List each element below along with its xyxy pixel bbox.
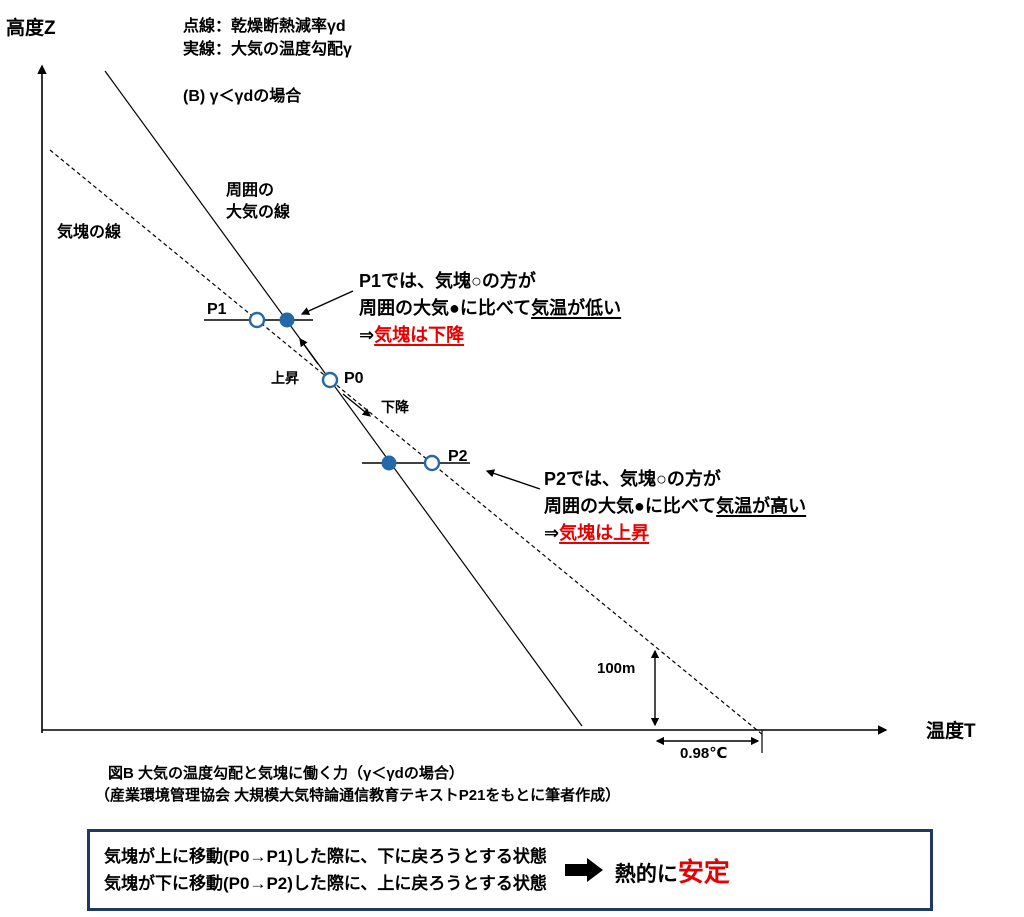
- p2-annotation-arrow: [485, 469, 541, 490]
- summary-text: 気塊が上に移動(P0→P1)した際に、下に戻ろうとする状態 気塊が下に移動(P0…: [104, 843, 547, 897]
- ambient-line-label: 周囲の 大気の線: [226, 182, 291, 221]
- summary-result: 熱的に安定: [614, 856, 730, 887]
- p1-annotation-emphasis: 気温が低い: [531, 298, 622, 318]
- p1-annotation: P1では、気塊○の方が 周囲の大気●に比べて気温が低い ⇒気塊は下降: [359, 271, 622, 345]
- p2-annotation-result: 気塊は上昇: [559, 523, 650, 543]
- summary-line1: 気塊が上に移動(P0→P1)した際に、下に戻ろうとする状態: [104, 847, 547, 866]
- p2-annotation-line1: P2では、気塊○の方が: [544, 469, 721, 489]
- legend-dotted-line: 点線：乾燥断熱減率γd: [183, 18, 346, 35]
- parcel-line: [49, 149, 764, 736]
- descent-label: 下降: [381, 399, 409, 415]
- p1-parcel-point: [248, 311, 266, 329]
- figure-caption-line1: 図B 大気の温度勾配と気塊に働く力（γ＜γdの場合）: [108, 765, 464, 782]
- legend: 点線：乾燥断熱減率γd 実線：大気の温度勾配γ: [183, 15, 352, 61]
- summary-result-emphasis: 安定: [677, 856, 730, 887]
- p2-ambient-point: [381, 455, 397, 471]
- temp-scale-label: 0.98℃: [680, 745, 728, 762]
- ascent-arrow: [299, 337, 319, 365]
- p2-annotation: P2では、気塊○の方が 周囲の大気●に比べて気温が高い ⇒気塊は上昇: [544, 469, 807, 543]
- p1-annotation-result: 気塊は下降: [374, 325, 465, 345]
- height-scale-label: 100m: [597, 660, 636, 677]
- parcel-line-label: 気塊の線: [57, 224, 122, 241]
- p0-label: P0: [344, 370, 364, 387]
- p1-ambient-point: [279, 312, 295, 328]
- p2-annotation-emphasis: 気温が高い: [716, 496, 807, 516]
- ambient-temperature-line: [104, 70, 583, 727]
- case-label: (B) γ＜γdの場合: [183, 88, 302, 105]
- p1-annotation-line1: P1では、気塊○の方が: [359, 271, 536, 291]
- right-arrow-icon: [564, 858, 603, 882]
- descent-arrow: [342, 393, 371, 417]
- p1-annotation-arrow: [300, 290, 354, 315]
- p1-label: P1: [207, 301, 227, 318]
- legend-solid-line: 実線：大気の温度勾配γ: [183, 41, 352, 58]
- summary-line2: 気塊が下に移動(P0→P2)した際に、上に戻ろうとする状態: [104, 874, 547, 893]
- ascent-label: 上昇: [271, 370, 299, 386]
- x-axis-label: 温度T: [926, 721, 976, 742]
- y-axis-label: 高度Z: [6, 18, 56, 39]
- figure-caption-line2: （産業環境管理協会 大規模大気特論通信教育テキストP21をもとに筆者作成）: [95, 787, 621, 804]
- summary-box: 気塊が上に移動(P0→P1)した際に、下に戻ろうとする状態 気塊が下に移動(P0…: [87, 829, 933, 911]
- p2-label: P2: [448, 448, 468, 465]
- p0-point: [321, 371, 339, 389]
- p2-parcel-point: [423, 454, 441, 472]
